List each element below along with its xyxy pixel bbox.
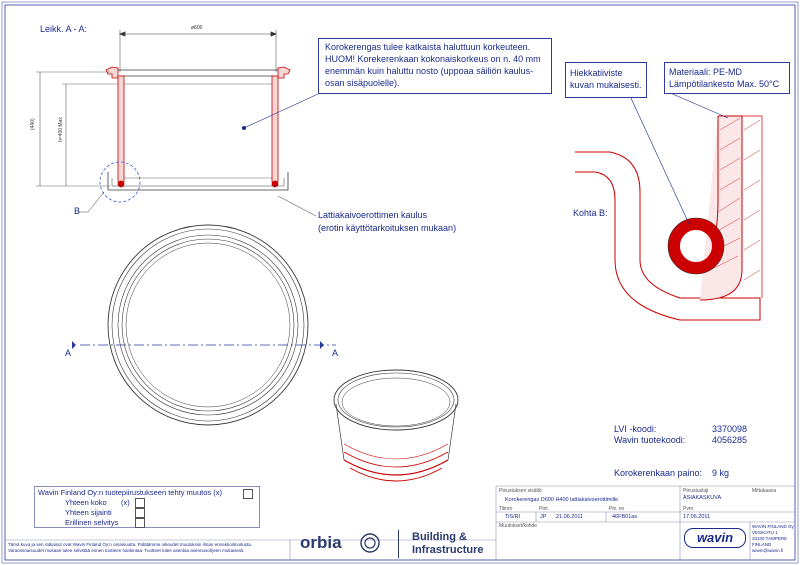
change-item-size-mark: (x) (121, 498, 130, 507)
location-checkbox[interactable] (135, 508, 145, 518)
detail-b-view (575, 91, 763, 321)
tb-drawing-no-value: 46FB01as (612, 514, 638, 520)
tb-rev-label: Muutokset/kohde (499, 523, 538, 529)
tb-date-value: 21.06.2011 (556, 514, 584, 520)
section-a-marker-right: A (332, 348, 339, 358)
material-note-line-2: Lämpötilankesto Max. 50°C (669, 79, 780, 89)
tb-company-line-5: wavin@wavin.fi (752, 548, 784, 553)
lvi-code-label: LVI -koodi: (614, 424, 657, 434)
tb-drawn-value: JP (540, 514, 547, 520)
section-label: Leikk. A - A: (40, 24, 88, 34)
tb-approved-value: 17.06.2011 (683, 514, 711, 520)
collar-note-line-2: (erotin käyttötarkoituksen mukaan) (318, 223, 457, 233)
tb-name-line-1: Korokerengas D600 H400 lattiakaivoerotti… (505, 497, 619, 503)
main-note-line-4: osan sisäpuolelle). (325, 78, 400, 88)
tb-company-line-1: WAVIN FINLAND Oy (752, 524, 794, 529)
section-view (36, 30, 319, 217)
logo-divider (398, 530, 399, 558)
main-note-line-3: enemmän kuin haluttu nosto (uppoaa säili… (325, 66, 534, 76)
orbia-logo: orbia (300, 533, 342, 553)
lvi-code-value: 3370098 (712, 424, 748, 434)
collar-note-line-1: Lattiakaivoerottimen kaulus (318, 210, 428, 220)
weight-value: 9 kg (712, 468, 730, 478)
wavin-code-label: Wavin tuotekoodi: (614, 435, 686, 445)
weight-label: Korokerenkaan paino: (614, 468, 703, 478)
detail-b-label: Kohta B: (573, 208, 608, 218)
diameter-dimension: ø600 (191, 25, 203, 31)
seal-note-line-1: Hiekkatiiviste (570, 68, 623, 78)
material-note-line-1: Materiaali: PE-MD (669, 67, 743, 77)
wavin-wordmark: wavin (696, 530, 734, 545)
wavin-logo: wavin (684, 528, 746, 548)
height-dimension-outer: (440) (30, 118, 36, 130)
title-block-frame (5, 485, 795, 560)
tb-company-line-3: 33100 TAMPERE (752, 536, 788, 541)
tb-type-value: ASIAKASKUVA (683, 495, 722, 501)
change-checkbox[interactable] (243, 489, 253, 499)
change-item-separate: Erillinen selvitys (65, 518, 119, 527)
change-item-location: Yhteen sijainti (65, 508, 112, 517)
main-note-line-1: Korokerengas tulee katkaista haluttuun k… (325, 42, 531, 52)
tb-approved-label: Pvm. (683, 506, 695, 512)
tb-drawn-label: Piirt. (539, 506, 549, 512)
detail-b-marker: B (74, 206, 81, 216)
plan-view (72, 224, 336, 426)
seal-note-box: Hiekkatiiviste kuvan mukaisesti. (565, 62, 647, 98)
separate-checkbox[interactable] (135, 518, 145, 528)
change-box-title: Wavin Finland Oy:n tuotepiirustukseen te… (38, 488, 222, 497)
main-note-line-2: HUOM! Korekerenkaan kokonaiskorkeus on n… (325, 54, 541, 64)
building-infra-line-1: Building & (412, 531, 467, 543)
tb-company-line-2: VESIKATU 1 (752, 530, 778, 535)
main-note-box: Korokerengas tulee katkaista haluttuun k… (318, 38, 552, 94)
tb-scale-label: Mittakaava (752, 488, 777, 494)
seal-note-line-2: kuvan mukaisesti. (570, 80, 642, 90)
tb-company-line-4: FINLAND (752, 542, 772, 547)
tb-dept-value: TiS/RI (505, 514, 521, 520)
wavin-code-value: 4056285 (712, 435, 748, 445)
section-a-marker-left: A (65, 348, 72, 358)
orbia-wordmark: orbia (300, 533, 342, 552)
size-checkbox[interactable] (135, 498, 145, 508)
height-dimension-inner: h=400 Max (58, 117, 64, 142)
change-box: Wavin Finland Oy:n tuotepiirustukseen te… (34, 486, 260, 528)
legal-text: Tämä kuva ja sen ratkaisut ovat Wavin Fi… (8, 542, 252, 553)
tb-name-label: Piirustuksen sisältö (499, 488, 542, 494)
change-item-size: Yhteen koko (65, 498, 107, 507)
building-infra-line-2: Infrastructure (412, 544, 484, 556)
material-note-box: Materiaali: PE-MD Lämpötilankesto Max. 5… (664, 62, 790, 94)
tb-drawing-no-label: Piir. no (609, 506, 625, 512)
tb-type-label: Piirustuslaji (683, 488, 709, 494)
orbia-mark-icon (360, 533, 380, 553)
isometric-view (333, 369, 459, 482)
tb-dept-label: Tilinro (499, 506, 513, 512)
